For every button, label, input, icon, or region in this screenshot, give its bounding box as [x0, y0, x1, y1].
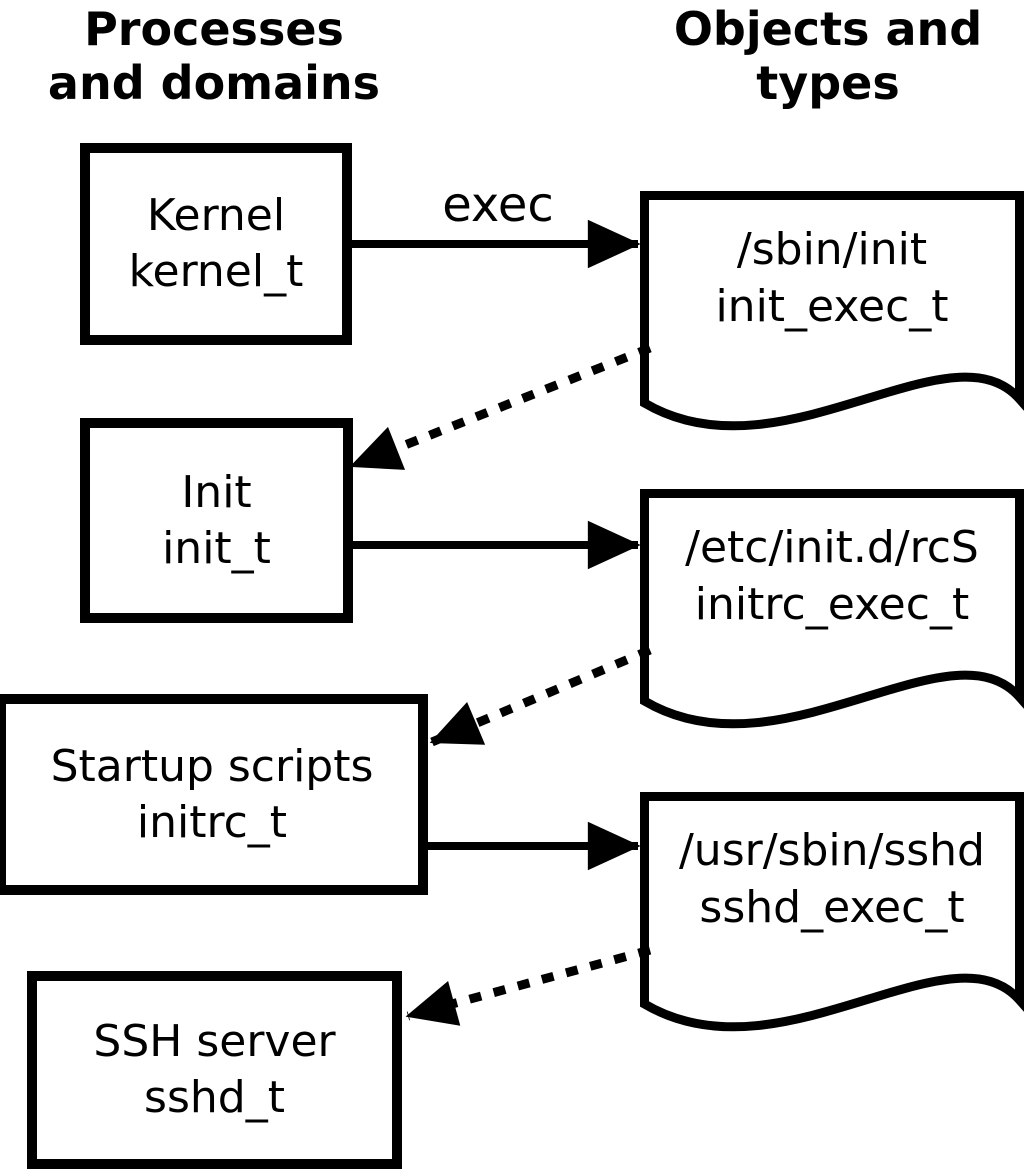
- document-shape: [640, 489, 1024, 729]
- process-box-init: Init init_t: [80, 418, 353, 623]
- object-path: /etc/init.d/rcS: [685, 522, 979, 573]
- header-line: and domains: [47, 56, 381, 110]
- object-path: /sbin/init: [736, 224, 928, 275]
- object-type: initrc_exec_t: [694, 579, 970, 630]
- transition-arrow-sshd-exec-to-sshd: [405, 945, 652, 1026]
- column-header-processes: Processes and domains: [18, 2, 410, 110]
- transition-arrow-initrc-exec-to-initrc: [429, 645, 652, 747]
- process-box-startup-scripts: Startup scripts initrc_t: [0, 694, 428, 895]
- process-name: Kernel: [146, 190, 286, 241]
- header-line: Objects and: [673, 2, 983, 56]
- object-type: init_exec_t: [715, 281, 949, 332]
- process-type: initrc_t: [136, 796, 288, 848]
- column-header-objects: Objects and types: [632, 2, 1024, 110]
- process-box-ssh-server: SSH server sshd_t: [27, 971, 402, 1169]
- process-box-kernel: Kernel kernel_t: [80, 143, 352, 345]
- process-type: kernel_t: [128, 246, 304, 297]
- document-shape: [640, 792, 1024, 1032]
- object-path: /usr/sbin/sshd: [678, 825, 985, 876]
- edge-label-exec: exec: [442, 177, 554, 233]
- process-name: Init: [181, 466, 252, 518]
- document-shape: [640, 191, 1024, 431]
- object-type: sshd_exec_t: [699, 882, 965, 933]
- object-doc-sbin-init: /sbin/init init_exec_t: [640, 191, 1024, 441]
- process-name: SSH server: [93, 1016, 336, 1067]
- transition-arrow-init-exec-to-init: [349, 343, 652, 471]
- header-line: Processes: [84, 2, 344, 56]
- process-type: sshd_t: [144, 1072, 285, 1123]
- object-doc-etc-initd-rcs: /etc/init.d/rcS initrc_exec_t: [640, 489, 1024, 739]
- header-line: types: [756, 56, 900, 110]
- process-type: init_t: [162, 522, 271, 574]
- object-doc-usr-sbin-sshd: /usr/sbin/sshd sshd_exec_t: [640, 792, 1024, 1042]
- process-name: Startup scripts: [50, 740, 374, 792]
